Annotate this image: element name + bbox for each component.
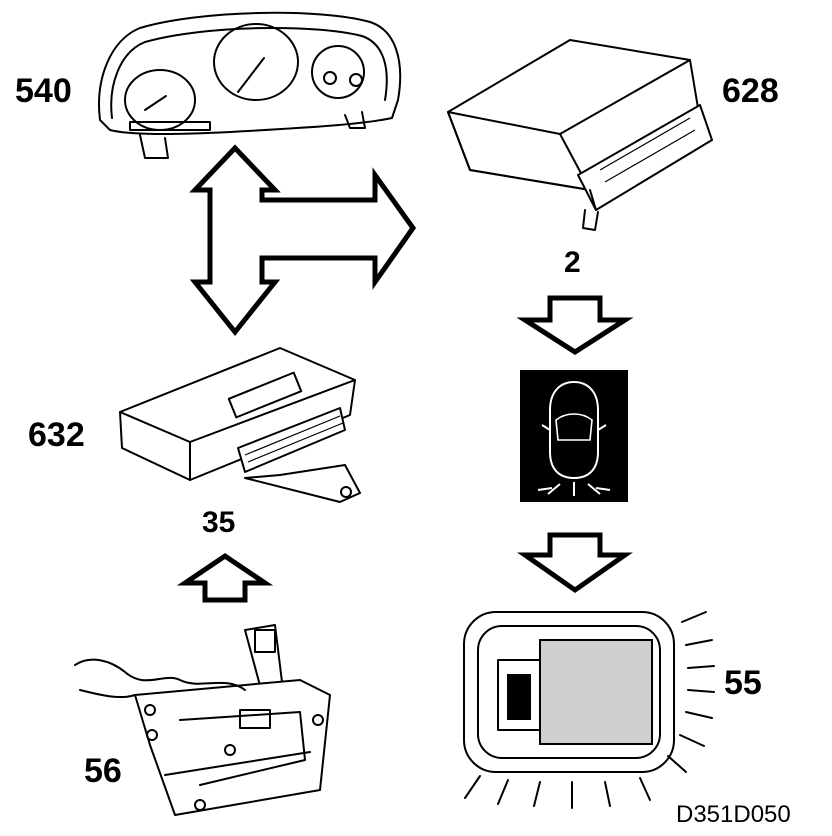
- instrument-cluster-illustration: [98, 11, 402, 159]
- arrow-cluster-to-628: [189, 144, 417, 337]
- label-55: 55: [724, 664, 762, 702]
- module-632-illustration: [119, 347, 361, 503]
- lock-mechanism-illustration: [74, 624, 331, 816]
- drawing-code: D351D050: [676, 801, 791, 828]
- label-632: 632: [28, 416, 85, 454]
- arrow-indicator-to-lamp: [517, 532, 633, 594]
- courtesy-lamp-illustration: [463, 611, 715, 809]
- label-56: 56: [84, 752, 122, 790]
- label-540: 540: [15, 72, 72, 110]
- label-connector-2: 2: [564, 246, 581, 279]
- module-628-illustration: [447, 39, 713, 231]
- label-connector-35: 35: [202, 506, 235, 539]
- arrow-56-to-632: [176, 552, 274, 603]
- label-628: 628: [722, 72, 779, 110]
- alarm-indicator-icon: [520, 370, 628, 502]
- arrow-2-to-indicator: [516, 295, 634, 355]
